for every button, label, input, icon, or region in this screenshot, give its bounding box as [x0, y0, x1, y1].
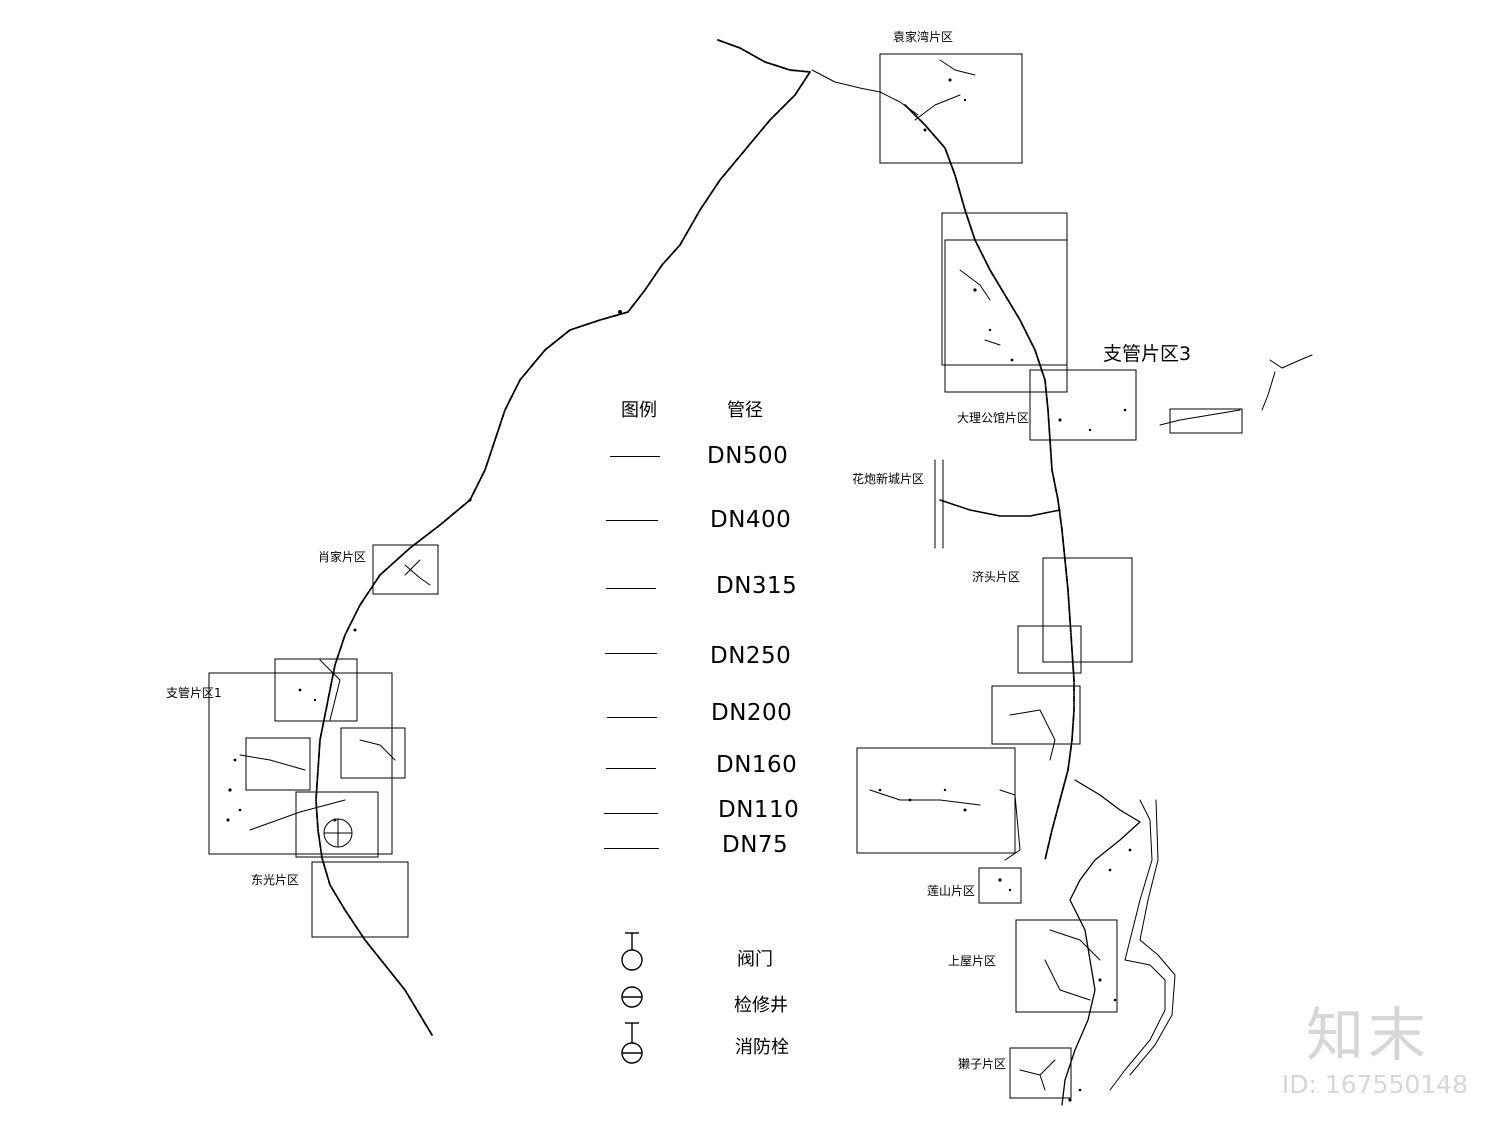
zone-frame-lianshan	[978, 867, 1022, 904]
legend-line-dn500	[610, 456, 660, 457]
branch-river-right-2	[1129, 799, 1176, 1076]
zone-frame-jitou-b	[1017, 625, 1082, 674]
zone-frame-north-a	[941, 212, 1068, 366]
zone-frame-yuanjiawan	[879, 53, 1023, 164]
zone-label-xiaojia: 肖家片区	[318, 550, 367, 564]
zone-label-dali: 大理公馆片区	[957, 411, 1030, 425]
zone-label-dongguang: 东光片区	[251, 873, 300, 887]
legend-line-dn75	[604, 848, 659, 849]
legend-label-dn75: DN75	[722, 832, 789, 858]
watermark-id: ID: 167550148	[1281, 1070, 1468, 1099]
legend-label-valve: 阀门	[737, 949, 773, 970]
zone-label-huapao: 花炮新城片区	[852, 472, 925, 486]
zone-frame-zizi	[1009, 1047, 1072, 1099]
zone-label-zhiguan3: 支管片区3	[1103, 343, 1192, 365]
zone-frame-shangwu	[1015, 919, 1118, 1013]
valve-icon	[621, 932, 643, 971]
legend-label-manhole: 检修井	[734, 995, 788, 1016]
legend-header-diameter: 管径	[727, 400, 763, 421]
manhole-icon	[621, 986, 643, 1008]
legend-line-dn110	[604, 813, 658, 814]
hydrant-icon	[621, 1022, 643, 1064]
zone-label-zizi: 獭子片区	[958, 1057, 1007, 1071]
legend-header-symbol: 图例	[621, 400, 657, 421]
zone-frame-jitou-c	[991, 685, 1081, 745]
legend-line-dn250	[605, 653, 657, 654]
zone-frame-dali	[1029, 369, 1137, 441]
branch-east-lower	[1061, 779, 1141, 1106]
branch-far-east	[1159, 409, 1241, 426]
zone-frame-zhiguan1-outer	[208, 672, 393, 855]
legend-label-dn160: DN160	[716, 752, 798, 778]
legend-label-dn250: DN250	[710, 643, 792, 669]
legend-line-dn200	[607, 717, 657, 718]
zone-label-zhiguan1: 支管片区1	[166, 686, 222, 700]
legend-line-dn160	[606, 768, 656, 769]
legend-label-dn400: DN400	[710, 507, 792, 533]
zone-label-shangwu: 上屋片区	[948, 954, 997, 968]
zone-label-lianshan: 莲山片区	[927, 884, 976, 898]
watermark-logo: 知末	[1305, 1001, 1430, 1069]
legend-label-dn200: DN200	[711, 700, 793, 726]
zone-frame-zhiguan1-mid	[245, 737, 311, 791]
branch-river-right	[1109, 799, 1166, 1091]
zone-frame-zhiguan1-right	[340, 727, 406, 779]
zone-frame-zhiguan1-top	[274, 658, 358, 722]
legend-label-dn315: DN315	[716, 573, 798, 599]
branch-huapao	[939, 499, 1061, 517]
legend-label-dn500: DN500	[707, 443, 789, 469]
legend-line-dn400	[606, 520, 658, 521]
legend-label-hydrant: 消防栓	[735, 1037, 789, 1058]
zone-label-yuanjiawan: 袁家湾片区	[893, 30, 954, 44]
main-pipeline-west	[315, 39, 811, 1036]
zone-frame-jitou-a	[1042, 557, 1133, 663]
zone-frame-north-b	[944, 239, 1068, 393]
zone-frame-far-east	[1169, 408, 1243, 434]
zone-frame-dongguang	[311, 861, 409, 938]
zone-frame-xiaojia	[372, 544, 439, 595]
zone-frame-zhiguan1-low	[295, 791, 379, 858]
legend-label-dn110: DN110	[718, 797, 800, 823]
legend-line-dn315	[606, 588, 656, 589]
zone-label-jitou: 济头片区	[972, 570, 1021, 584]
zone-frame-mid-east	[856, 747, 1016, 854]
main-pipeline-east	[904, 104, 1075, 861]
main-pipeline-west-2	[811, 69, 919, 116]
